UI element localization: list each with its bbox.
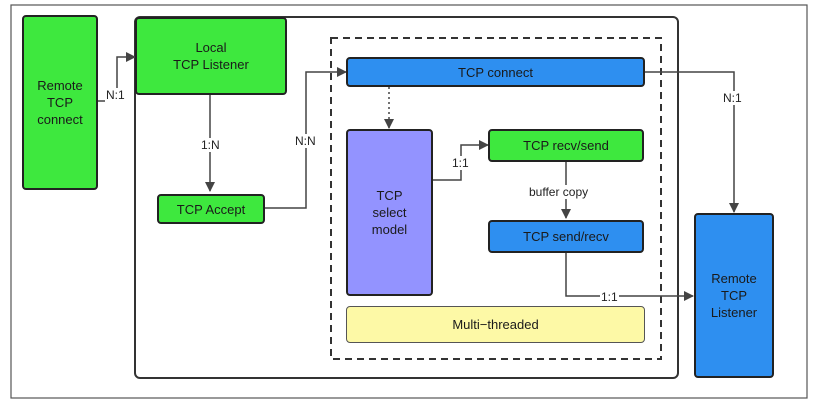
- edge-label-1-1-mid: 1:1: [451, 156, 470, 170]
- tcp-select-model-node: TCP select model: [346, 129, 433, 296]
- thread-region-frame: [330, 37, 662, 360]
- tcp-recv-send-node: TCP recv/send: [488, 129, 644, 162]
- edge-label-1n: 1:N: [200, 138, 221, 152]
- edge-label-n1-right: N:1: [722, 91, 743, 105]
- tcp-send-recv-node: TCP send/recv: [488, 220, 644, 253]
- remote-tcp-connect-node: Remote TCP connect: [22, 15, 98, 190]
- edge-label-buffer-copy: buffer copy: [528, 185, 590, 199]
- edge-send-to-remote: [565, 252, 694, 301]
- edge-label-nn: N:N: [294, 134, 317, 148]
- outer-frame: [10, 4, 808, 399]
- tcp-accept-node: TCP Accept: [157, 194, 265, 224]
- tcp-connect-node: TCP connect: [346, 57, 645, 87]
- edge-connect-to-remote: [645, 71, 739, 213]
- edge-label-1-1-bottom: 1:1: [600, 290, 619, 304]
- multi-threaded-node: Multi−threaded: [346, 306, 645, 343]
- remote-tcp-listener-node: Remote TCP Listener: [694, 213, 774, 378]
- local-tcp-listener-node: Local TCP Listener: [135, 17, 287, 95]
- edge-label-n1-left: N:1: [105, 88, 126, 102]
- local-process-frame: [134, 16, 679, 379]
